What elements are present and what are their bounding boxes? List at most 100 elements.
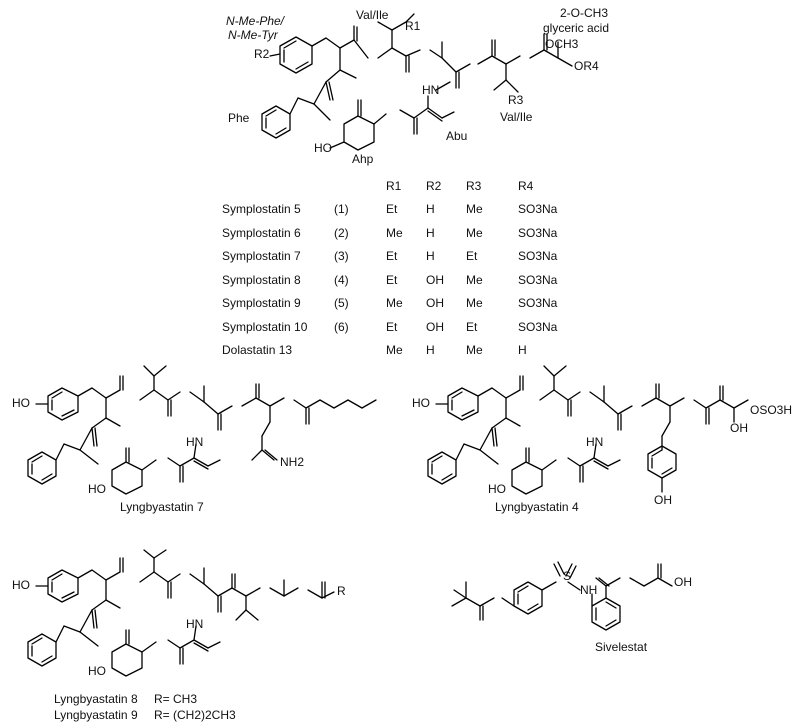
l7-hn-label: HN [186,435,204,449]
r-group-table: R1 R2 R3 R4 Symplostatin 5 (1) Et H Me S… [222,174,588,362]
r1-value: Me [386,225,403,240]
l4-hn-label: HN [586,435,604,449]
l4-oh-bottom-label: OH [654,493,672,507]
r3-label: R3 [508,93,524,107]
n-me-phe-label: N-Me-Phe/ [226,14,285,28]
r1-label: R1 [405,19,421,33]
r3-value: Me [466,343,483,358]
r4-value: SO3Na [518,272,558,287]
compound-name: Dolastatin 13 [222,343,293,358]
compound-id: (5) [334,296,349,311]
r4-value: SO3Na [518,296,558,311]
r4-value: SO3Na [518,225,558,240]
symplostatin-core-structure [0,0,800,180]
compound-name: Symplostatin 7 [222,249,301,264]
och3-label: OCH3 [545,37,579,51]
r2-value: OH [426,319,444,334]
table-row: Symplostatin 6 (2) Me H Me SO3Na [222,221,588,245]
compound-name: Symplostatin 10 [222,319,308,334]
l4-ho-label: HO [412,396,430,410]
ho-label: HO [314,141,332,155]
r3-header: R3 [466,178,482,193]
glyceric-acid-line1: 2-O-CH3 [560,6,609,20]
lyngbyastatin-8-caption: Lyngbyastatin 8 [54,692,138,706]
lyngbyastatin-9-formula: R= (CH2)2CH3 [154,708,236,722]
compound-name: Symplostatin 6 [222,225,301,240]
r3-value: Me [466,202,483,217]
compound-name: Symplostatin 8 [222,272,301,287]
ahp-label: Ahp [352,152,374,166]
compound-id: (6) [334,319,349,334]
compound-name: Symplostatin 9 [222,296,301,311]
lyngbyastatin-8-formula: R= CH3 [154,692,198,706]
r1-value: Et [386,202,398,217]
table-row: Dolastatin 13 Me H Me H [222,339,588,363]
sivelestat-s-label: S [563,569,572,583]
hn-label: HN [422,83,440,97]
l7-ho-ring-label: HO [88,482,106,496]
sivelestat-oh-label: OH [674,575,692,589]
r2-value: OH [426,296,444,311]
table-row: Symplostatin 10 (6) Et OH Et SO3Na [222,315,588,339]
r2-value: H [426,343,435,358]
r2-value: OH [426,272,444,287]
val-ile-right-label: Val/Ile [500,110,533,124]
sivelestat-caption: Sivelestat [595,640,648,654]
table-row: Symplostatin 5 (1) Et H Me SO3Na [222,198,588,222]
abu-label: Abu [446,129,468,143]
l89-ho-label: HO [12,578,30,592]
r3-value: Me [466,272,483,287]
table-row: Symplostatin 8 (4) Et OH Me SO3Na [222,268,588,292]
lyngbyastatin-9-caption: Lyngbyastatin 9 [54,708,138,722]
l4-ho-ring-label: HO [488,482,506,496]
r3-value: Et [466,249,478,264]
r2-label: R2 [254,47,270,61]
l7-nh2-label: NH2 [280,455,305,469]
compound-id [334,339,386,363]
r3-value: Me [466,225,483,240]
lyngbyastatin-7-caption: Lyngbyastatin 7 [120,500,204,514]
lyngbyastatin-4-structure [400,360,800,520]
phe-label: Phe [228,111,250,125]
l4-oh-side-label: OH [730,421,748,435]
compound-name: Symplostatin 5 [222,202,301,217]
r4-value: SO3Na [518,249,558,264]
r1-value: Et [386,249,398,264]
r2-value: H [426,202,435,217]
r4-header: R4 [518,178,534,193]
l7-ho-label: HO [12,396,30,410]
r4-value: SO3Na [518,202,558,217]
r3-value: Et [466,319,478,334]
table-row: Symplostatin 7 (3) Et H Et SO3Na [222,245,588,269]
r1-value: Et [386,319,398,334]
glyceric-acid-line2: glyceric acid [543,21,610,35]
r4-value: SO3Na [518,319,558,334]
lyngbyastatin-8-9-structure [0,548,400,678]
lyngbyastatin-4-caption: Lyngbyastatin 4 [495,500,579,514]
table-row: Symplostatin 9 (5) Me OH Me SO3Na [222,292,588,316]
r2-value: H [426,249,435,264]
val-ile-top-label: Val/Ile [356,8,389,22]
r1-header: R1 [386,178,402,193]
r2-value: H [426,225,435,240]
l89-hn-label: HN [186,617,204,631]
r3-value: Me [466,296,483,311]
r1-value: Me [386,296,403,311]
r2-header: R2 [426,178,442,193]
r1-value: Me [386,343,403,358]
or4-label: OR4 [574,59,599,73]
n-me-tyr-label: N-Me-Tyr [228,28,278,42]
sivelestat-nh-label: NH [580,583,598,597]
compound-id: (3) [334,249,349,264]
lyngbyastatin-7-structure [0,360,400,490]
l4-oso3h-label: OSO3H [750,403,793,417]
r1-value: Et [386,272,398,287]
compound-id: (4) [334,272,349,287]
sivelestat-structure [440,556,740,666]
compound-id: (2) [334,225,349,240]
l89-r-label: R [337,584,346,598]
l89-ho-ring-label: HO [88,664,106,678]
r-group-header-row: R1 R2 R3 R4 [222,174,588,198]
compound-id: (1) [334,202,349,217]
r4-value: H [518,343,527,358]
